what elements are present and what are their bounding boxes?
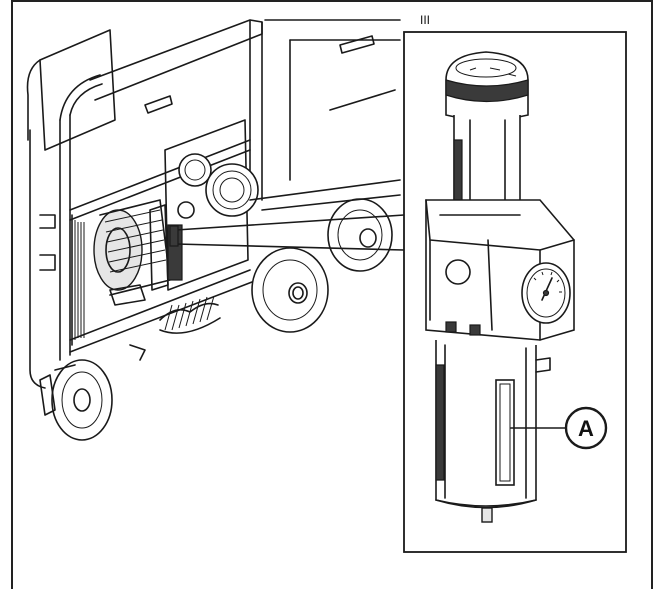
pump-assembly xyxy=(149,119,259,291)
regulator-knob xyxy=(445,51,529,121)
vent-slats xyxy=(71,214,85,346)
regulator-stem xyxy=(453,115,521,206)
callout-circle xyxy=(564,406,608,450)
filter-bowl xyxy=(435,340,551,523)
pressure-gauge xyxy=(521,262,571,324)
mid-wheel xyxy=(251,247,329,333)
machine-illustration xyxy=(26,19,401,441)
callout-a: A xyxy=(510,406,608,450)
callout-label: A xyxy=(578,416,594,441)
sight-glass xyxy=(495,379,515,486)
motor xyxy=(93,199,171,296)
rear-wheel xyxy=(327,198,393,272)
front-left-wheel xyxy=(39,359,113,441)
detail-inset: A III xyxy=(403,13,627,553)
detail-leader-lines xyxy=(169,214,405,251)
outer-frame xyxy=(11,0,653,589)
drain-valve xyxy=(481,507,493,523)
top-mark: III xyxy=(420,13,430,27)
spring-hose xyxy=(159,295,221,334)
